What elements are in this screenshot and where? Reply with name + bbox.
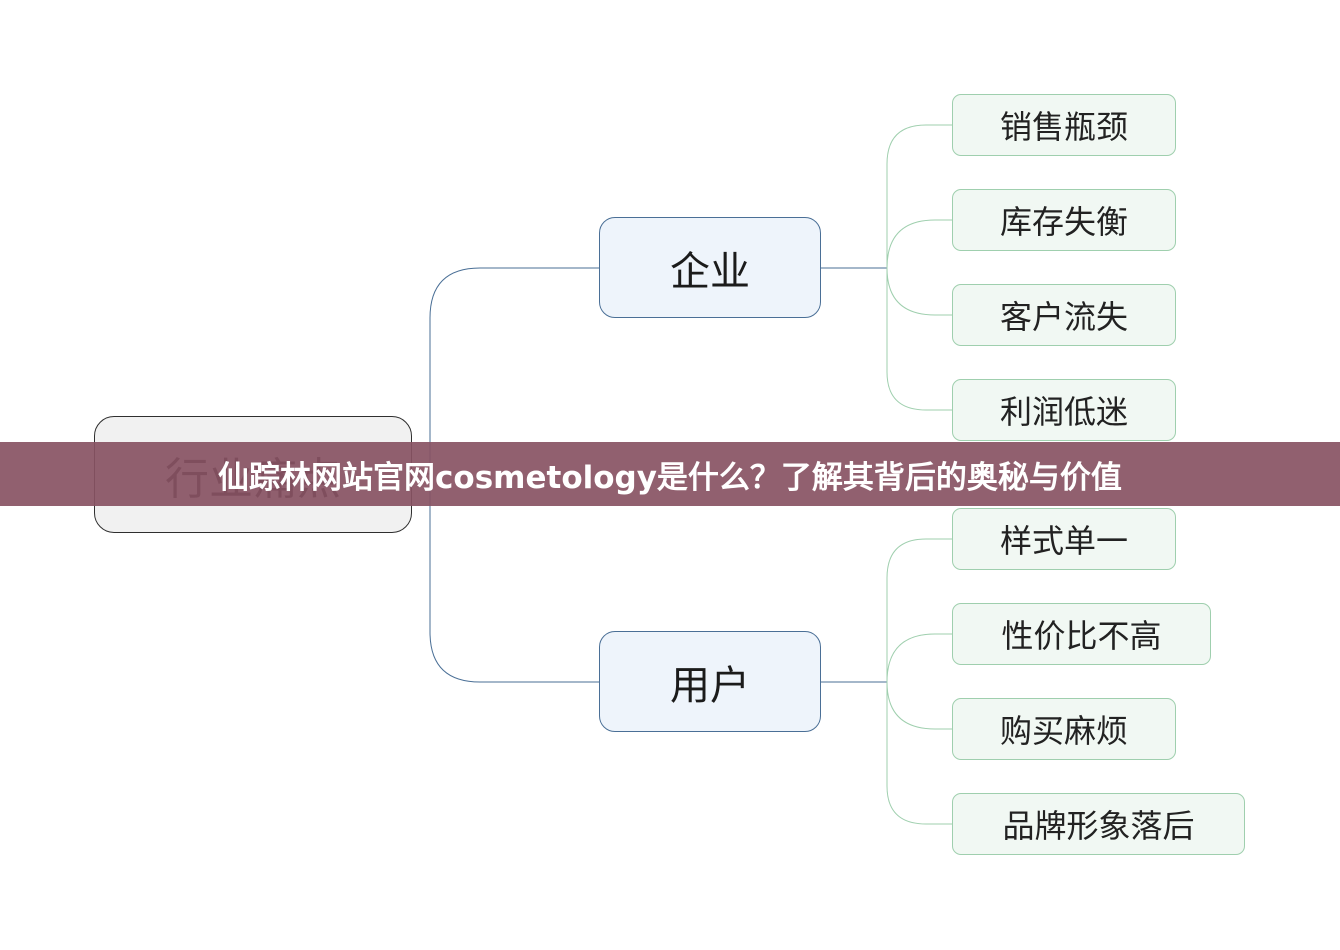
banner-title: 仙踪林网站官网cosmetology是什么？了解其背后的奥秘与价值	[218, 459, 1122, 496]
leaf-node-inventory-imbalance: 库存失衡	[952, 189, 1176, 251]
connector-user-to-leaf-2	[886, 633, 953, 683]
connector-root-to-user	[429, 474, 600, 683]
branch-node-user: 用户	[599, 631, 821, 732]
connector-enterprise-to-leaf-1	[886, 124, 953, 268]
connector-enterprise-to-leaf-3	[886, 267, 953, 316]
leaf-node-low-profit: 利润低迷	[952, 379, 1176, 441]
leaf-node-single-style: 样式单一	[952, 508, 1176, 570]
leaf-node-low-value: 性价比不高	[952, 603, 1211, 665]
connector-user-to-leaf-1	[886, 538, 953, 682]
branch-node-enterprise: 企业	[599, 217, 821, 318]
connector-root-to-enterprise	[412, 267, 600, 475]
connector-user-to-leaf-3	[886, 681, 953, 730]
connector-enterprise-to-leaf-2	[886, 219, 953, 269]
connector-enterprise-to-leaf-4	[886, 268, 953, 411]
leaf-node-sales-bottleneck: 销售瓶颈	[952, 94, 1176, 156]
title-banner: 仙踪林网站官网cosmetology是什么？了解其背后的奥秘与价值	[0, 442, 1340, 506]
leaf-node-purchase-hassle: 购买麻烦	[952, 698, 1176, 760]
connector-user-to-leaf-4	[886, 682, 953, 825]
leaf-node-customer-loss: 客户流失	[952, 284, 1176, 346]
leaf-node-outdated-brand: 品牌形象落后	[952, 793, 1245, 855]
